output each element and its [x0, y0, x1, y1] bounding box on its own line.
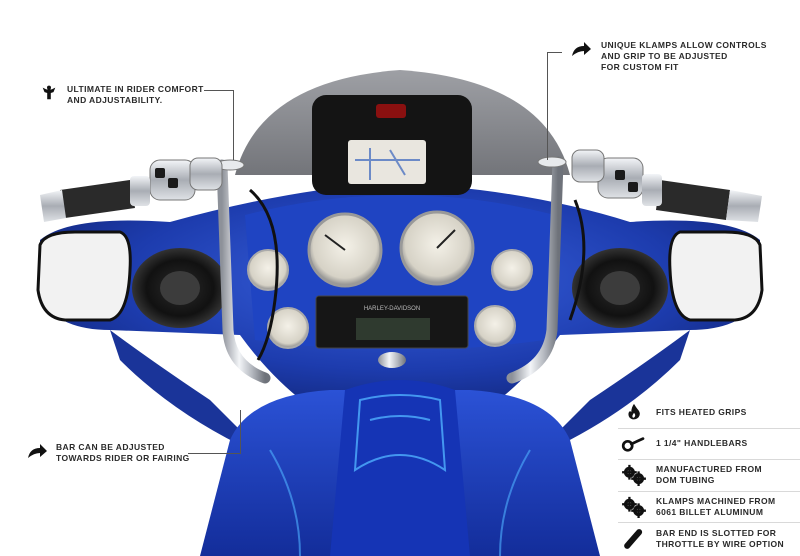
feature-line: 6061 BILLET ALUMINUM [656, 506, 764, 517]
feature-item: 1 1/4" HANDLEBARS [618, 429, 800, 460]
callout-line: ULTIMATE IN RIDER COMFORT [67, 84, 204, 94]
feature-line: FITS HEATED GRIPS [656, 406, 747, 417]
callout-line: FOR CUSTOM FIT [601, 62, 679, 72]
flame-icon [628, 404, 640, 420]
curved-arrow-icon [28, 444, 47, 458]
callout-line: TOWARDS RIDER OR FAIRING [56, 453, 190, 463]
leader-line [547, 52, 548, 160]
feature-line: MANUFACTURED FROM [656, 464, 762, 475]
callout-line: BAR CAN BE ADJUSTED [56, 442, 165, 452]
feature-line: KLAMPS MACHINED FROM [656, 495, 776, 506]
gears-icon [622, 465, 646, 487]
rider-icon [42, 85, 56, 100]
leader-line [204, 90, 234, 91]
feature-item: BAR END IS SLOTTED FOR THROTTLE BY WIRE … [618, 523, 800, 555]
callout-comfort: ULTIMATE IN RIDER COMFORT AND ADJUSTABIL… [67, 84, 204, 106]
radio-brand: HARLEY-DAVIDSON [364, 306, 420, 312]
feature-line: THROTTLE BY WIRE OPTION [656, 538, 785, 549]
feature-item: FITS HEATED GRIPS [618, 397, 800, 429]
feature-item: KLAMPS MACHINED FROM 6061 BILLET ALUMINU… [618, 492, 800, 523]
bar-end-icon [624, 528, 643, 549]
leader-line [547, 52, 562, 53]
callout-klamps: UNIQUE KLAMPS ALLOW CONTROLS AND GRIP TO… [601, 40, 767, 73]
feature-item: MANUFACTURED FROM DOM TUBING [618, 460, 800, 492]
leader-line [188, 453, 240, 454]
callout-line: AND ADJUSTABILITY. [67, 95, 163, 105]
callout-line: UNIQUE KLAMPS ALLOW CONTROLS [601, 40, 767, 50]
leader-line [233, 90, 234, 160]
feature-list: FITS HEATED GRIPS 1 1/4" HANDLEBARS MANU… [618, 397, 800, 555]
callout-bar-adjust: BAR CAN BE ADJUSTED TOWARDS RIDER OR FAI… [56, 442, 190, 464]
callout-line: AND GRIP TO BE ADJUSTED [601, 51, 728, 61]
handlebar-icon [621, 437, 645, 452]
gears-icon [622, 496, 646, 518]
leader-line [240, 410, 241, 454]
curved-arrow-icon [572, 42, 591, 56]
feature-line: BAR END IS SLOTTED FOR [656, 527, 777, 538]
feature-line: 1 1/4" HANDLEBARS [656, 438, 748, 449]
feature-line: DOM TUBING [656, 475, 715, 486]
